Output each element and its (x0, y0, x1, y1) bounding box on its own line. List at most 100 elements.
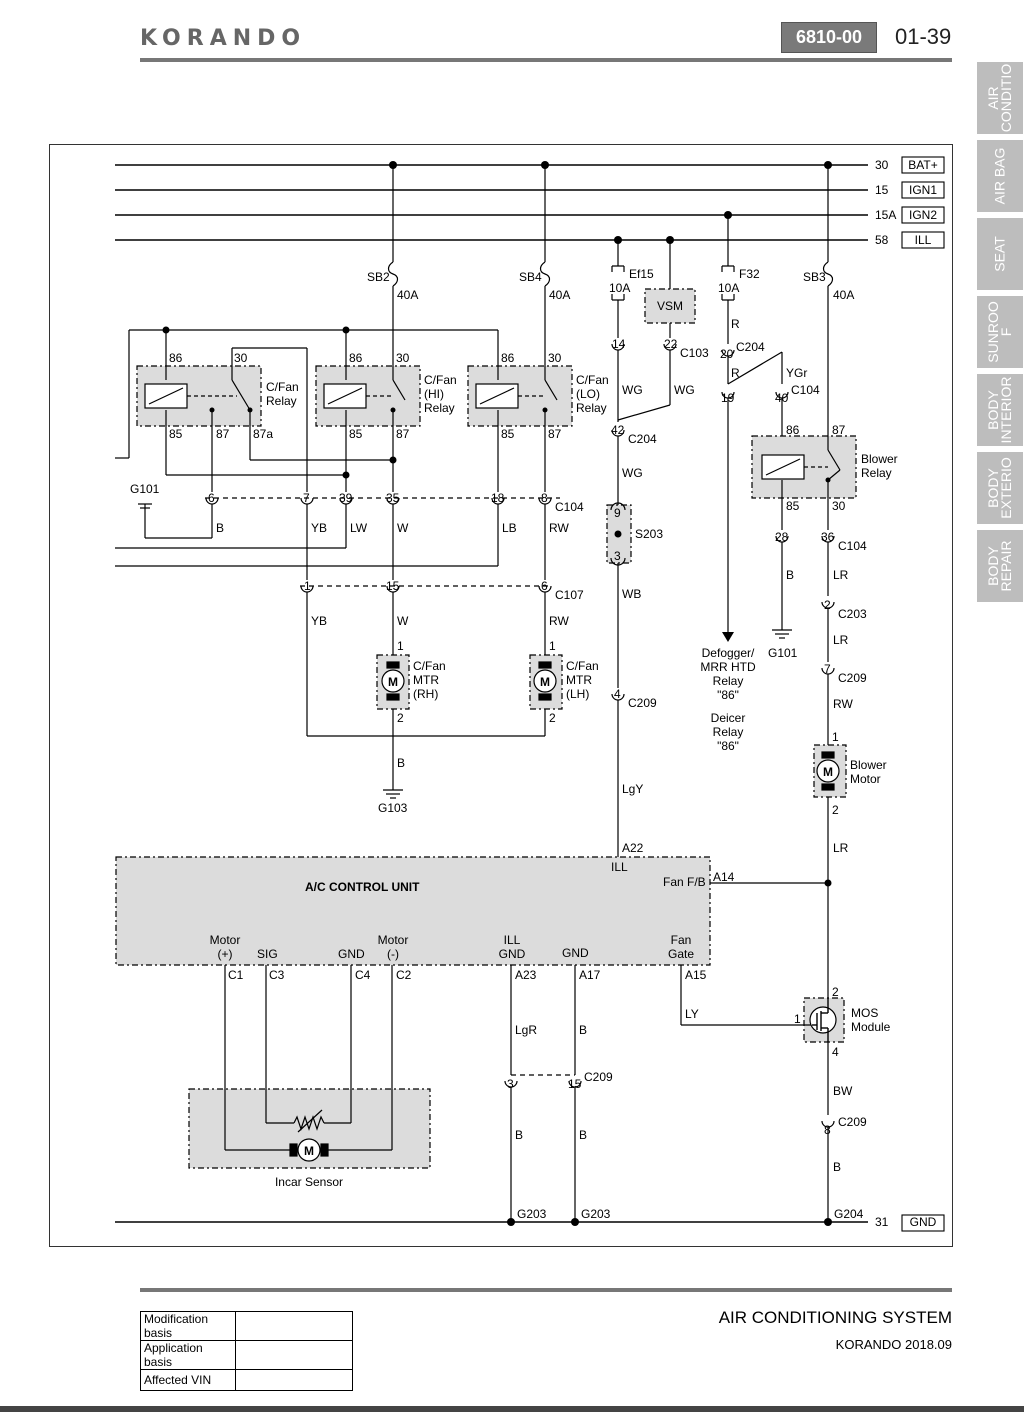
relay-lo-pin: 86 (501, 351, 515, 365)
c209c-pin: 3 (507, 1077, 514, 1091)
header-rule (140, 58, 952, 62)
relay-blower-pin: 30 (832, 499, 846, 513)
wire-color: YB (311, 614, 327, 628)
tab-air-bag[interactable]: AIR BAG (977, 140, 1023, 215)
acu-term-label: GND (338, 947, 365, 961)
footer-rule (140, 1288, 952, 1292)
relay-lo-pin: 87 (548, 427, 562, 441)
wire-color: W (397, 521, 409, 535)
page-number: 01-39 (895, 24, 952, 49)
blower-motor-pin: 1 (832, 730, 839, 744)
ground-g203-label: G203 (581, 1207, 611, 1221)
wire-color: LR (833, 633, 849, 647)
row-label: Affected VIN (140, 1369, 236, 1391)
motor-rh-pin: 1 (397, 639, 404, 653)
c103-pin: 14 (612, 337, 626, 351)
relay-hi-pin: 86 (349, 351, 363, 365)
section-code: 6810-00 (781, 22, 877, 53)
relay-cfan-pin: 85 (169, 427, 183, 441)
relay-lo-pin: 30 (548, 351, 562, 365)
ground-g203-label: G203 (517, 1207, 547, 1221)
c107-pin: 6 (541, 579, 548, 593)
line-label-gnd: GND (910, 1215, 937, 1229)
relay-lo-label: C/Fan(LO)Relay (576, 373, 609, 415)
tab-air-conditioning[interactable]: AIR CONDITIO (977, 62, 1023, 137)
wire-color: RW (549, 614, 569, 628)
relay-blower-pin: 86 (786, 423, 800, 437)
fuse-sb4-rating: 40A (549, 288, 570, 302)
tab-body-exterior[interactable]: BODY EXTERIO (977, 452, 1023, 527)
wire-color: B (579, 1128, 587, 1142)
fuse-sb3-rating: 40A (833, 288, 854, 302)
row-label: Modification basis (140, 1311, 236, 1341)
tab-body-interior[interactable]: BODY INTERIOR (977, 374, 1023, 449)
tab-body-repair[interactable]: BODY REPAIR (977, 530, 1023, 605)
row-value (235, 1340, 353, 1370)
c104c-pin: 28 (775, 530, 789, 544)
acu-term-label: GND (562, 946, 589, 960)
blower-motor-symbol: M (823, 765, 833, 779)
c204-pin: 20 (720, 347, 734, 361)
wire-color: LR (833, 568, 849, 582)
wire-color: B (216, 521, 224, 535)
wire-color: YGr (786, 366, 807, 380)
incar-motor-symbol: M (304, 1144, 314, 1158)
tab-seat[interactable]: SEAT (977, 218, 1023, 293)
fuse-sb2-name: SB2 (367, 270, 390, 284)
tab-sunroof[interactable]: SUNROO F (977, 296, 1023, 371)
motor-rh-pin: 2 (397, 711, 404, 725)
wire-color: RW (833, 697, 853, 711)
vsm-label: VSM (657, 299, 683, 313)
wire-color: R (731, 366, 740, 380)
c104-pin: 7 (303, 491, 310, 505)
s203-pin: 3 (614, 549, 621, 563)
wire-color: LW (350, 521, 368, 535)
fuse-sb4-name: SB4 (519, 270, 542, 284)
relay-cfan-pin: 87a (253, 427, 273, 441)
c209c-label: C209 (584, 1070, 613, 1084)
diagram-frame (49, 144, 953, 1247)
c104-pin: 35 (386, 491, 400, 505)
c204-label: C204 (736, 340, 765, 354)
incar-sensor-label: Incar Sensor (275, 1175, 343, 1189)
c104-pin: 6 (208, 491, 215, 505)
line-label-ign2: IGN2 (909, 208, 937, 222)
acu-top-pin: A22 (622, 841, 644, 855)
mos-pin: 2 (832, 985, 839, 999)
mos-pin: 4 (832, 1045, 839, 1059)
acu-term-pin: C2 (396, 968, 412, 982)
c104-pin: 18 (491, 491, 505, 505)
motor-rh-symbol: M (388, 675, 398, 689)
wire-color: WG (674, 383, 695, 397)
c107-label: C107 (555, 588, 584, 602)
c103-pin: 22 (664, 337, 678, 351)
acu-term-pin: A15 (685, 968, 707, 982)
wire-color: W (397, 614, 409, 628)
acu-term-pin: C1 (228, 968, 244, 982)
acu-top-label: ILL (611, 860, 628, 874)
fuse-sb3-name: SB3 (803, 270, 826, 284)
relay-cfan-pin: 87 (216, 427, 230, 441)
acu-term-label: Motor(+) (210, 933, 241, 961)
wire-color: BW (833, 1084, 853, 1098)
line-label-ign1: IGN1 (909, 183, 937, 197)
relay-hi-pin: 85 (349, 427, 363, 441)
acu-title: A/C CONTROL UNIT (305, 880, 420, 894)
c209c-pin: 15 (568, 1077, 582, 1091)
wire-color: LR (833, 841, 849, 855)
c104c-pin: 36 (821, 530, 835, 544)
wire-color: LgY (622, 782, 643, 796)
c203-label: C203 (838, 607, 867, 621)
line-num-58: 58 (875, 233, 889, 247)
line-num-15a: 15A (875, 208, 896, 222)
relay-blower-pin: 87 (832, 423, 846, 437)
fuse-f32-rating: 10A (718, 281, 739, 295)
fuse-ef15-rating: 10A (609, 281, 630, 295)
wire-color: B (786, 568, 794, 582)
